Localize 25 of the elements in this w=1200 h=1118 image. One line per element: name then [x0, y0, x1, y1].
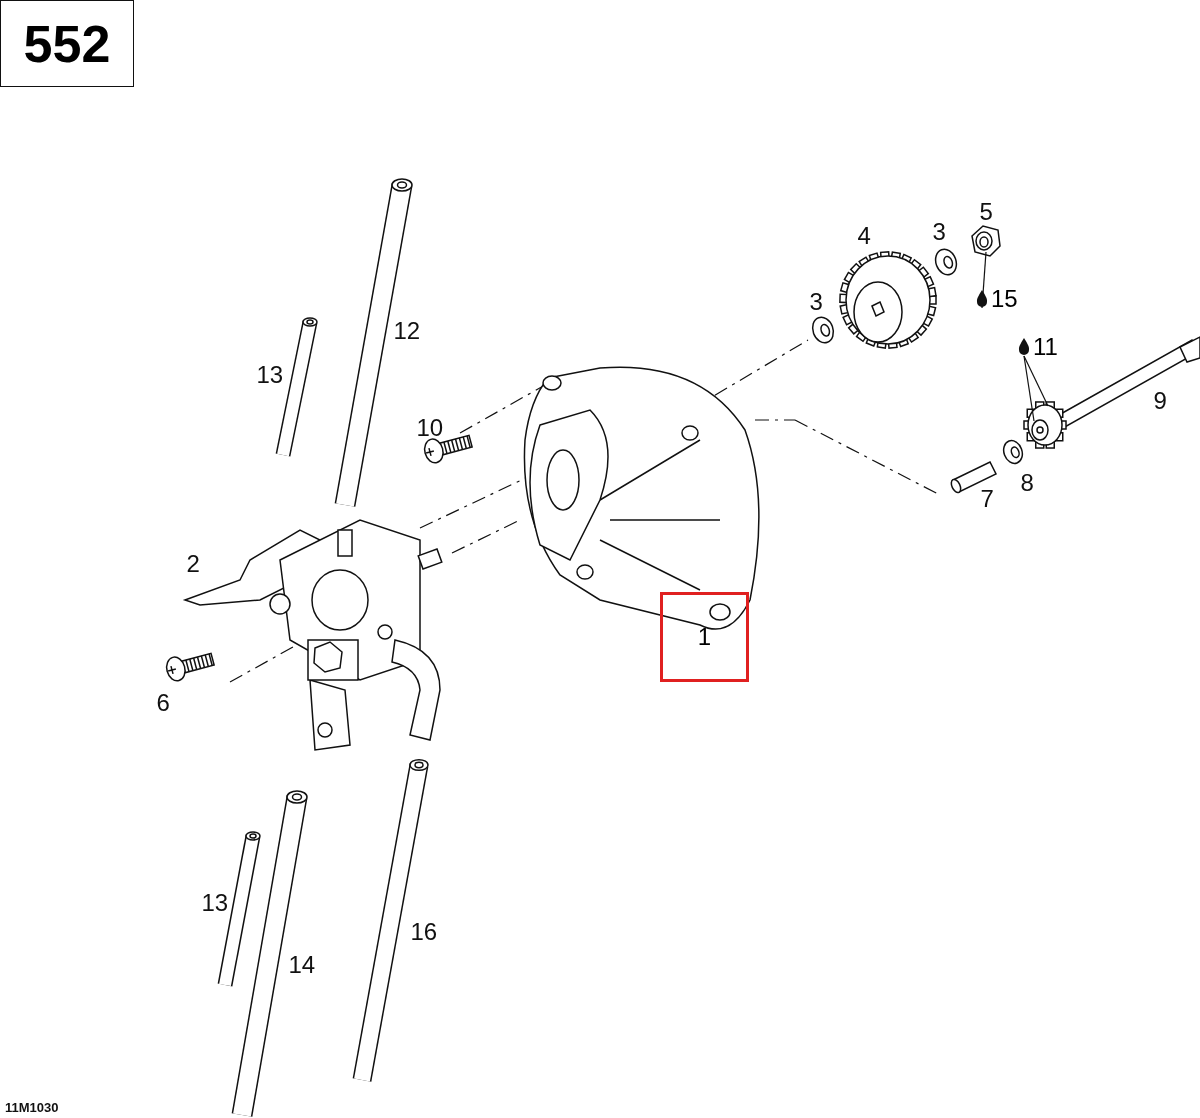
- leader-line: [981, 251, 987, 309]
- callout-number: 1: [660, 592, 749, 682]
- callout-number: 14: [288, 953, 316, 977]
- nut-drawing: [971, 225, 1001, 257]
- callout-number: 8: [1020, 471, 1034, 495]
- callout-number: 3: [932, 220, 946, 244]
- callout-number: 4: [857, 224, 871, 248]
- page-number: 552: [0, 0, 134, 87]
- leader-line: [1023, 355, 1035, 422]
- callout-number: 13: [256, 363, 284, 387]
- callout-number: 11: [1033, 335, 1058, 359]
- callout-number: 12: [393, 319, 421, 343]
- callout-number: 6: [156, 691, 170, 715]
- callout-number: 10: [416, 416, 444, 440]
- callout-number: 9: [1153, 389, 1167, 413]
- callout-number: 7: [980, 487, 994, 511]
- leader-line: [1023, 355, 1049, 407]
- callout-number: 2: [186, 552, 200, 576]
- drawing-code: 11M1030: [5, 1100, 59, 1114]
- callout-number: 15: [991, 287, 1018, 311]
- callout-number: 13: [201, 891, 229, 915]
- callout-number: 3: [809, 290, 823, 314]
- pump-gear-drawing: [1023, 401, 1067, 449]
- callout-number: 16: [410, 920, 438, 944]
- callout-number: 5: [979, 200, 993, 224]
